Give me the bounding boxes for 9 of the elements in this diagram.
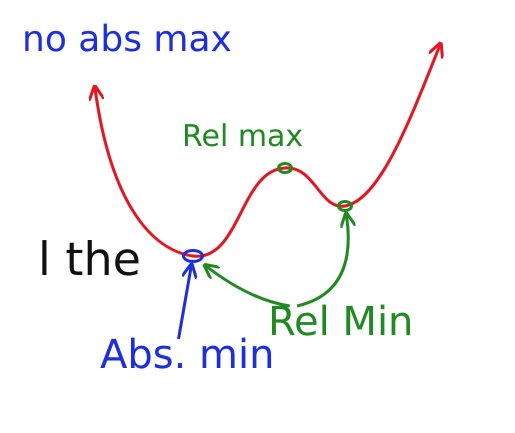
arrow	[202, 262, 290, 308]
point-marker	[182, 249, 204, 263]
point-marker	[277, 162, 293, 174]
slide-text: l the	[38, 236, 141, 282]
point-marker	[337, 200, 353, 212]
arrow	[296, 210, 357, 308]
annotation-text: Rel max	[182, 122, 304, 152]
annotation-text: no abs max	[22, 22, 232, 58]
arrow	[177, 262, 198, 340]
